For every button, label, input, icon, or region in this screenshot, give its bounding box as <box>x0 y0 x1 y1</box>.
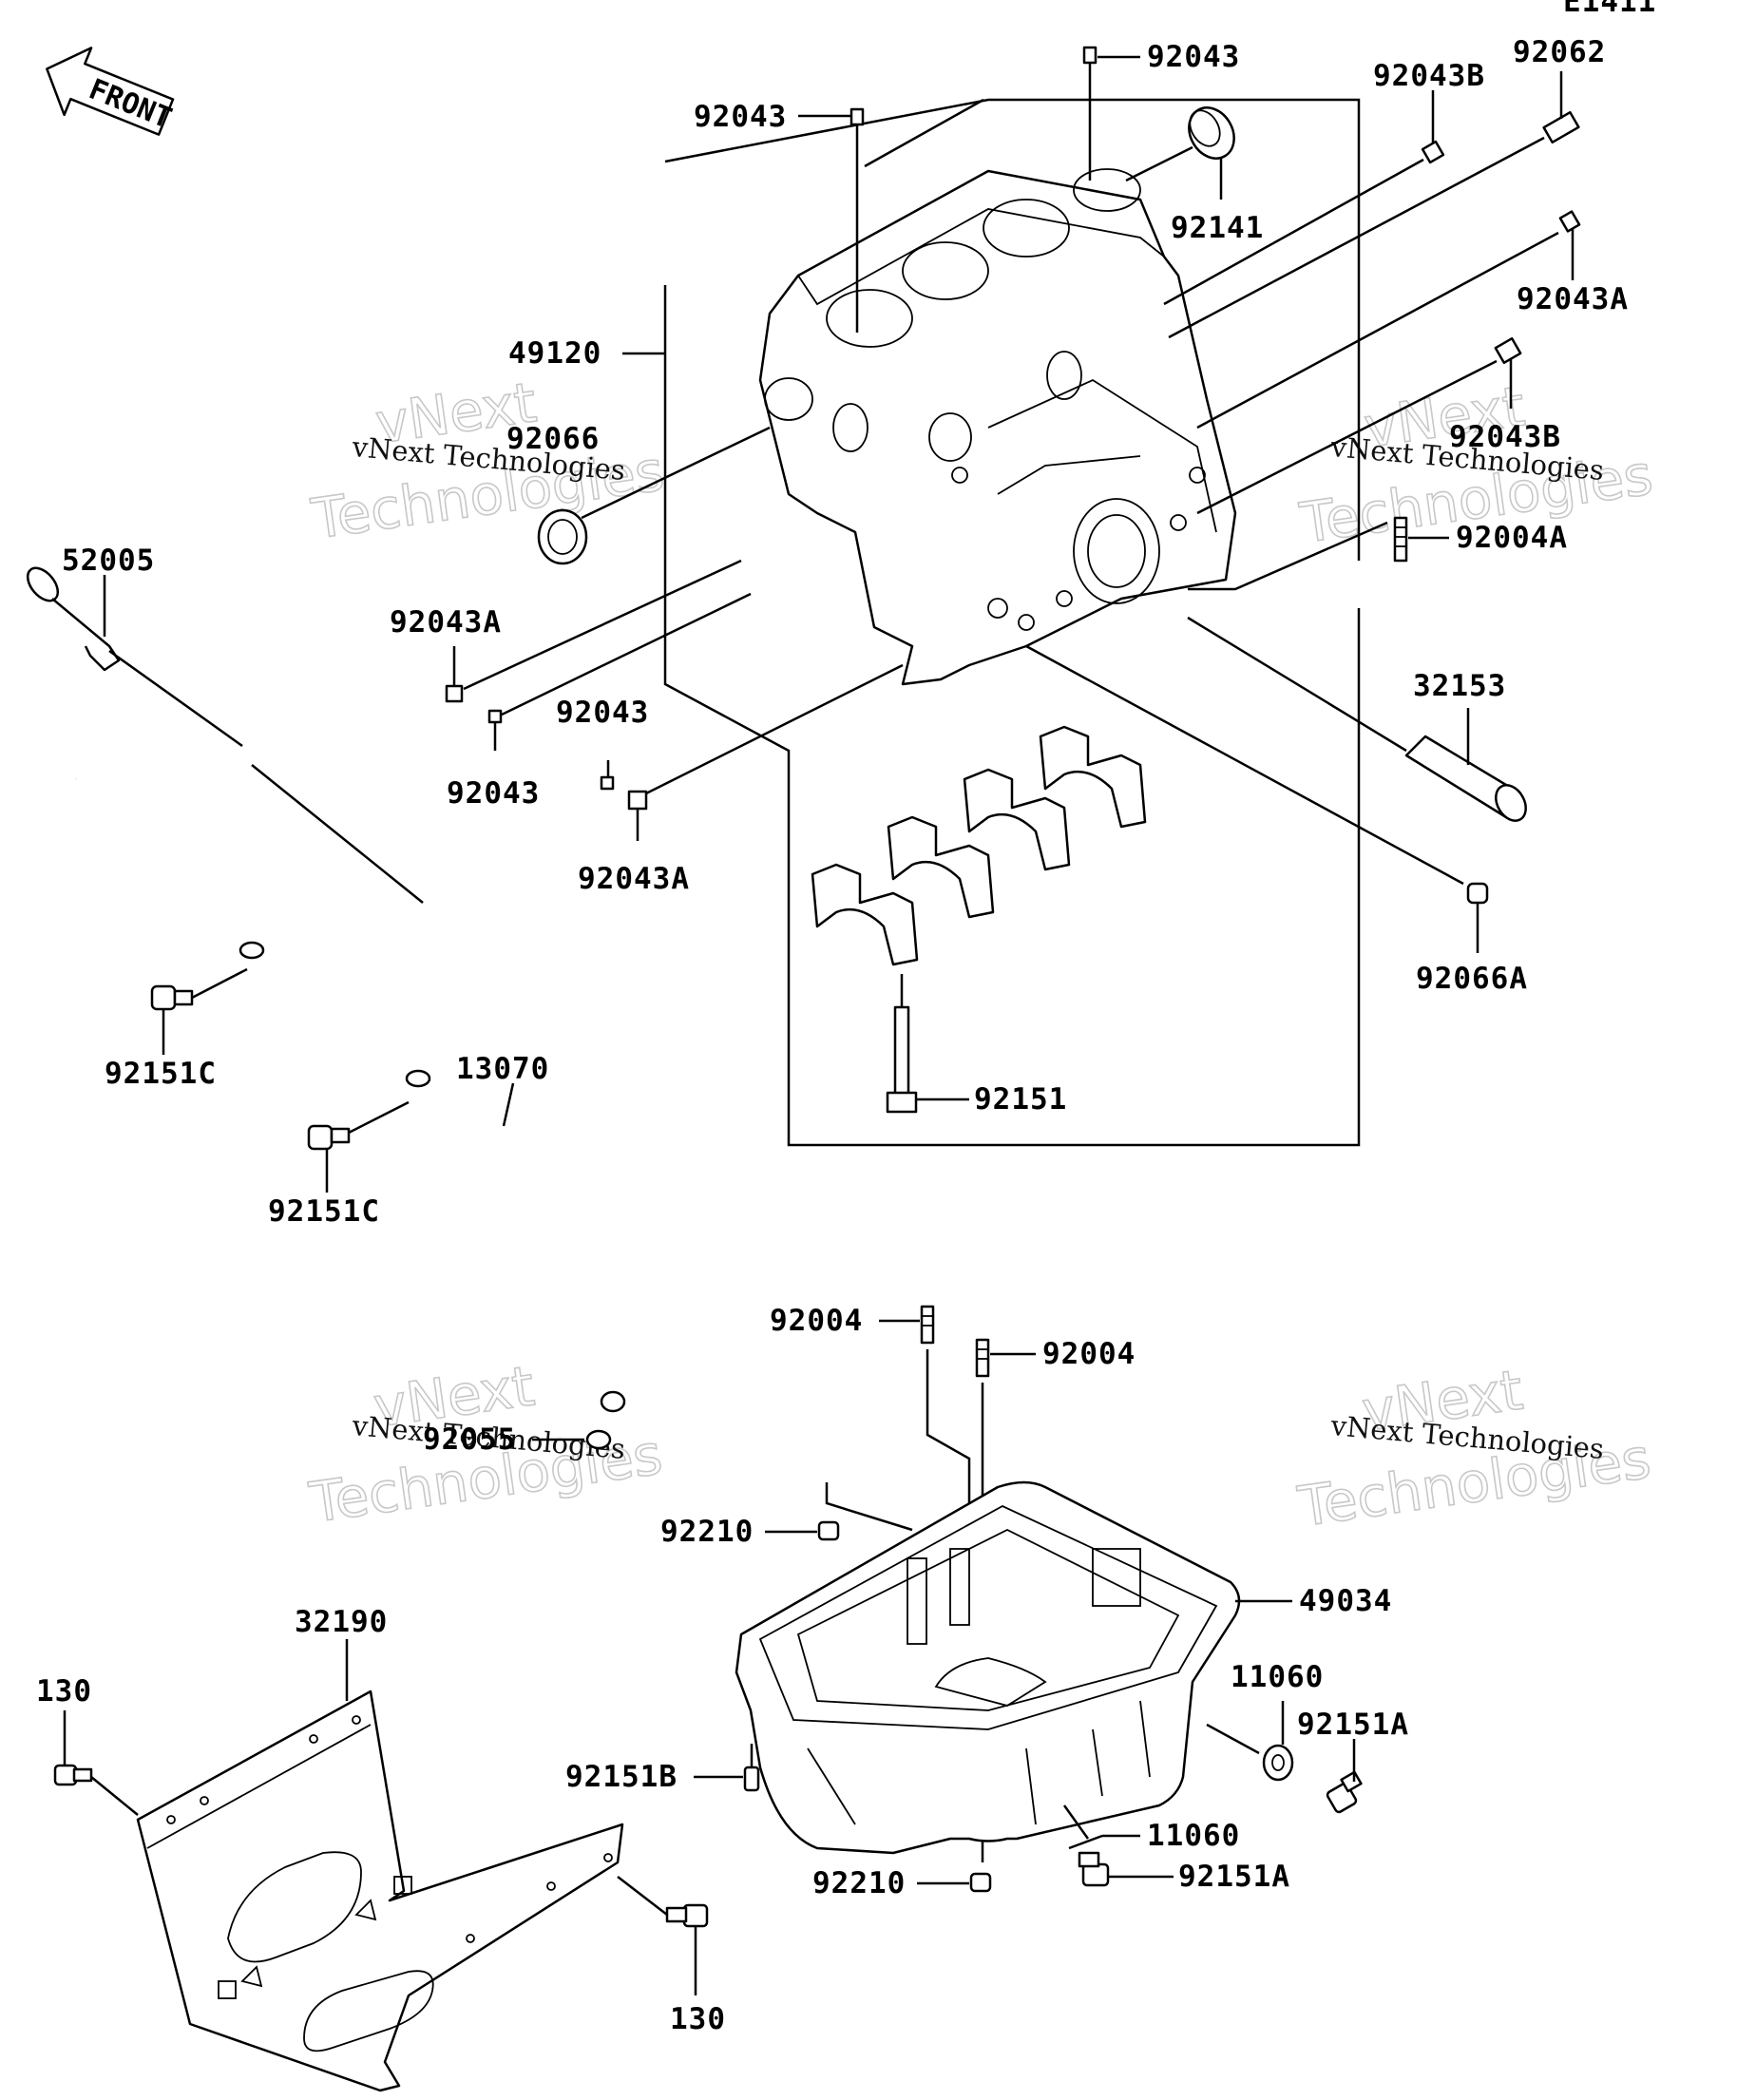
main-bearing-caps <box>811 725 1147 966</box>
label-92004-a: 92004 <box>770 1304 863 1338</box>
dipstick-guide-13070 <box>74 777 626 1413</box>
o-ring-92055 <box>532 1429 612 1450</box>
label-92066: 92066 <box>506 422 600 456</box>
label-52005: 52005 <box>62 544 155 578</box>
label-92066a: 92066A <box>1416 962 1528 996</box>
diagram-code: E1411 <box>1563 0 1656 19</box>
label-11060-b: 11060 <box>1147 1819 1240 1853</box>
label-92004-b: 92004 <box>1042 1337 1136 1371</box>
drain-plug-92151a-a <box>1326 1739 1363 1814</box>
label-92043a-left: 92043A <box>390 605 502 640</box>
bolt-130-a <box>53 1710 139 1816</box>
label-92151c-a: 92151C <box>105 1057 217 1091</box>
label-92043a-low: 92043A <box>578 862 690 896</box>
drain-plug-92151a-b <box>1078 1851 1174 1887</box>
front-arrow-icon: FRONT <box>46 47 176 136</box>
label-92210-a: 92210 <box>660 1515 754 1549</box>
oil-pan-49034 <box>735 1480 1292 1855</box>
label-130-a: 130 <box>36 1674 92 1709</box>
bolt-92151c-b <box>307 1100 410 1193</box>
dowel-pin-92043b-right <box>1196 336 1522 515</box>
cylinder-block <box>758 168 1237 686</box>
dipstick-52005 <box>26 566 424 904</box>
washer-11060-a <box>1206 1701 1294 1782</box>
label-92151a-b: 92151A <box>1178 1860 1290 1894</box>
label-13070: 13070 <box>456 1052 549 1086</box>
oil-seal-92066 <box>537 426 771 565</box>
bolt-92151c-a <box>150 967 248 1055</box>
label-130-b: 130 <box>670 2002 726 2036</box>
label-92055: 92055 <box>423 1422 516 1457</box>
dowel-pins-top <box>798 46 1140 333</box>
label-92210-b: 92210 <box>812 1866 906 1900</box>
dowel-pin-92043a-right <box>1196 210 1581 430</box>
mounting-plate-32190 <box>136 1639 624 2092</box>
label-92151a-a: 92151A <box>1297 1708 1409 1742</box>
label-92043-low: 92043 <box>447 776 540 811</box>
plug-92062 <box>1168 71 1580 339</box>
nut-92210-a <box>765 1482 913 1541</box>
label-92043a-right: 92043A <box>1517 282 1629 316</box>
stud-92004a <box>1188 516 1449 591</box>
label-92043-mid: 92043 <box>556 696 649 730</box>
label-92141: 92141 <box>1171 211 1264 245</box>
label-49120: 49120 <box>508 336 601 371</box>
pipe-32153 <box>1187 616 1527 822</box>
label-11060-a: 11060 <box>1231 1660 1324 1694</box>
label-92151: 92151 <box>974 1082 1067 1117</box>
label-92043-left-top: 92043 <box>694 100 787 134</box>
label-92151b: 92151B <box>565 1760 678 1794</box>
label-32190: 32190 <box>295 1605 388 1639</box>
label-49034: 49034 <box>1299 1584 1392 1618</box>
label-92004a: 92004A <box>1456 521 1568 555</box>
engine-block-assembly-outline <box>663 98 1361 1147</box>
label-92043b-top: 92043B <box>1373 59 1485 93</box>
nut-92210-b <box>917 1872 992 1893</box>
plug-92066a <box>1025 644 1489 953</box>
oil-seal-92141 <box>1125 106 1235 200</box>
bolt-130-b <box>617 1876 709 1995</box>
label-92043-top: 92043 <box>1147 40 1240 74</box>
main-bearing-bolt <box>886 974 969 1114</box>
dowel-pins-left <box>445 559 904 841</box>
label-92151c-b: 92151C <box>268 1194 380 1229</box>
label-92043b-right: 92043B <box>1449 420 1561 454</box>
label-92062: 92062 <box>1513 35 1606 69</box>
label-32153: 32153 <box>1413 669 1506 703</box>
washer-11060-b <box>1062 1804 1140 1850</box>
dowel-pin-92043b-top <box>1163 90 1445 306</box>
bolt-92151b <box>694 1744 760 1792</box>
